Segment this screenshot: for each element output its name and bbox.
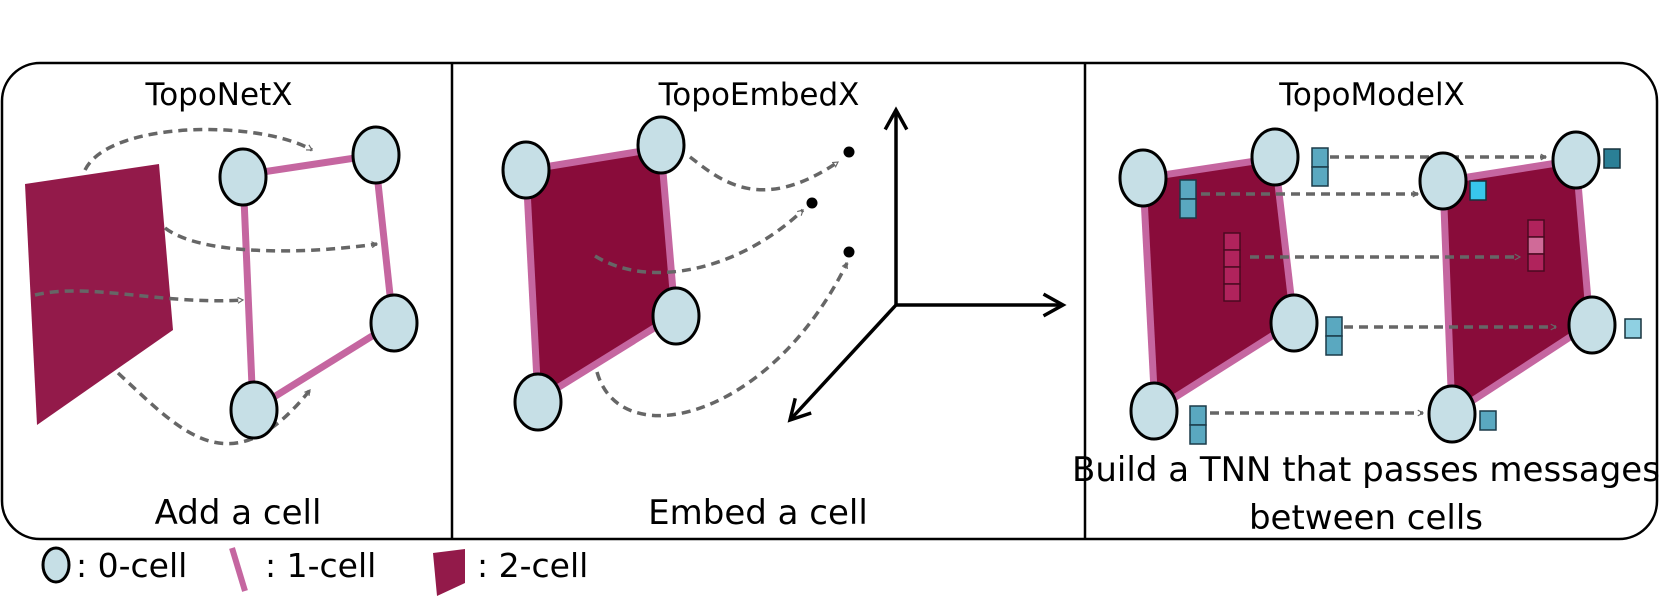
embedding-points	[806, 146, 855, 258]
input-feature-vectors	[1179, 147, 1343, 445]
panel-topomodelx: TopoModelX	[1072, 77, 1660, 538]
edge-icon	[229, 547, 248, 592]
complex-nodes	[501, 115, 701, 432]
panel-caption-line-2: between cells	[1249, 498, 1483, 538]
legend-label-2-cell: : 2-cell	[477, 546, 588, 585]
complex-nodes-input	[1118, 127, 1319, 441]
legend-label-0-cell: : 0-cell	[76, 546, 187, 585]
face-icon	[433, 549, 465, 596]
add-cell-arrows	[34, 127, 377, 446]
panel-topoembedx: TopoEmbedX	[501, 77, 1067, 533]
panel-title: TopoModelX	[1278, 77, 1465, 113]
panel-title: TopoNetX	[145, 77, 293, 113]
panel-caption: Add a cell	[155, 493, 322, 533]
complex-edges	[239, 151, 397, 413]
panel-caption-line-1: Build a TNN that passes messages	[1072, 450, 1660, 490]
complex-nodes	[218, 125, 419, 440]
2-cell-face-input	[1143, 158, 1294, 410]
panel-caption: Embed a cell	[648, 493, 868, 533]
figure-frame	[0, 61, 1659, 541]
output-feature-vectors	[1469, 148, 1642, 431]
embedding-axes	[787, 106, 1067, 423]
panel-toponetx: TopoNetX Add a cell	[25, 77, 419, 533]
2-cell-face-output	[1443, 160, 1590, 414]
legend-label-1-cell: : 1-cell	[265, 546, 376, 585]
embed-arrows	[594, 155, 849, 418]
panel-title: TopoEmbedX	[658, 77, 860, 113]
node-icon	[41, 546, 71, 584]
legend: : 0-cell : 1-cell : 2-cell	[41, 546, 588, 596]
complex-nodes-output	[1418, 130, 1617, 444]
added-2-cell	[25, 164, 173, 425]
